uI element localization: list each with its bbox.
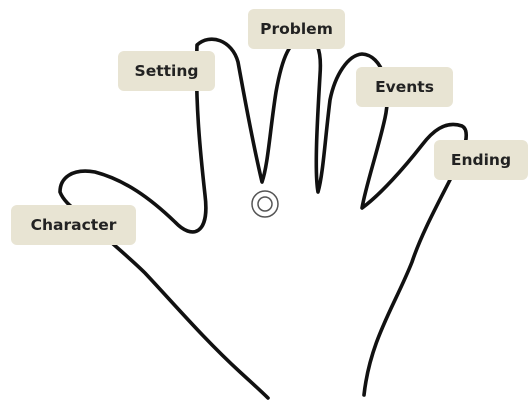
label-setting[interactable]: Setting	[118, 51, 215, 91]
label-events[interactable]: Events	[356, 67, 453, 107]
label-ending[interactable]: Ending	[434, 140, 528, 180]
hand-outline-path	[58, 36, 468, 400]
label-character[interactable]: Character	[11, 205, 136, 245]
target-marker-icon[interactable]	[250, 189, 280, 219]
label-problem[interactable]: Problem	[248, 9, 345, 49]
